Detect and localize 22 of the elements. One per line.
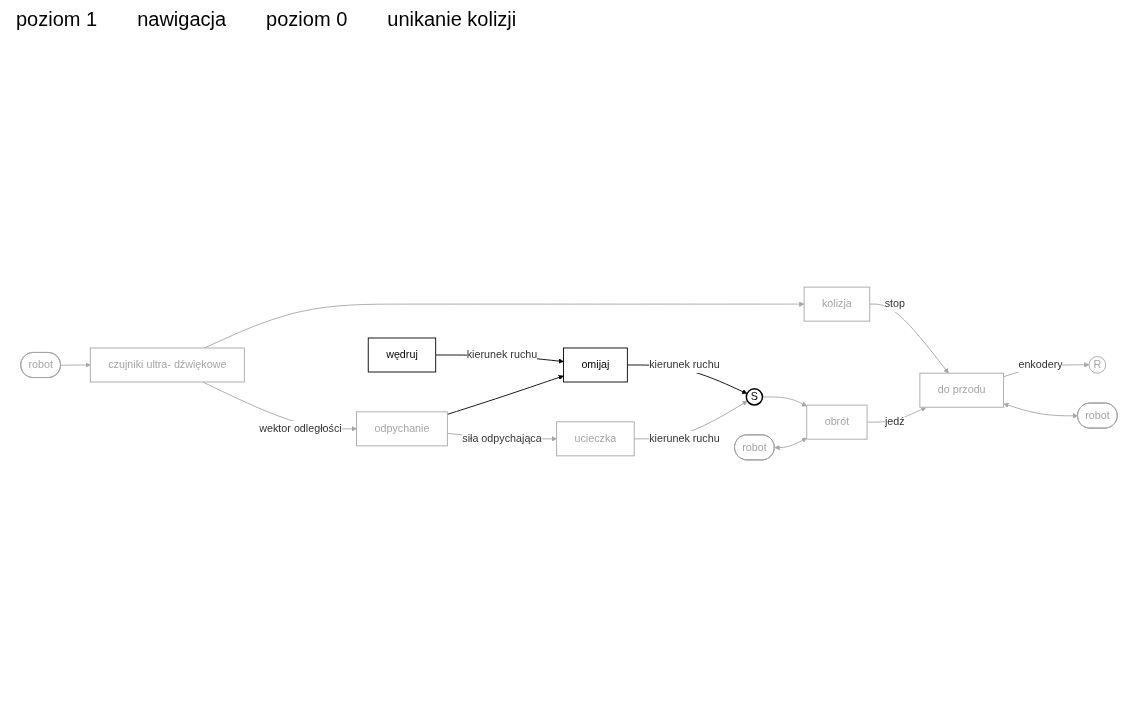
- side-label: poziom 1: [16, 8, 98, 31]
- edge-label: jedź: [884, 415, 905, 428]
- edge-label: enkodery: [1018, 358, 1063, 371]
- node-box: obrót: [806, 404, 868, 440]
- side-label: unikanie kolizji: [387, 8, 517, 31]
- node-box: ucieczka: [556, 421, 635, 457]
- side-label: nawigacja: [137, 8, 227, 31]
- node-box: omijaj: [563, 347, 628, 383]
- node-box: do przodu: [919, 372, 1004, 408]
- node-box: wędruj: [367, 337, 437, 373]
- edge-label: stop: [884, 297, 905, 310]
- node-circle: S: [745, 388, 764, 406]
- side-label: poziom 0: [266, 8, 348, 31]
- edge-label: wektor odległości: [259, 422, 342, 435]
- edge-label: siła odpychająca: [462, 432, 542, 445]
- node-box: kolizja: [803, 286, 871, 322]
- edge-label: kierunek ruchu: [649, 432, 720, 445]
- node-box: odpychanie: [356, 411, 448, 447]
- node-box: czujniki ultra- dźwiękowe: [89, 347, 245, 383]
- edge-label: kierunek ruchu: [466, 348, 538, 361]
- edge-label: kierunek ruchu: [649, 358, 720, 371]
- node-circle: R: [1088, 356, 1107, 374]
